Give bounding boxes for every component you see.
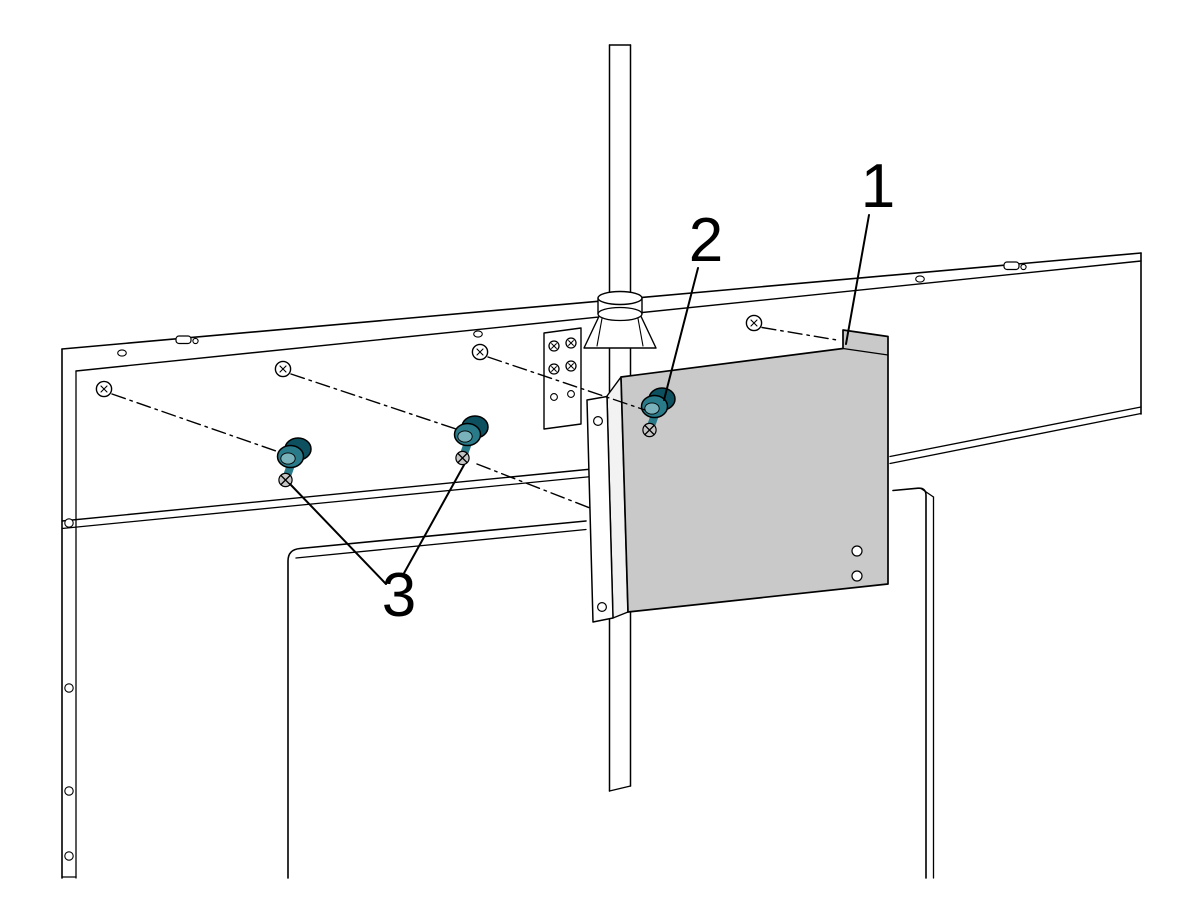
panel-left-edge: [61, 348, 77, 879]
alignment-line: [290, 373, 457, 430]
callout-3-label: 3: [382, 561, 416, 630]
pole-clamp: [583, 290, 657, 349]
holder-bracket: [586, 329, 889, 623]
plate-screw: [548, 363, 560, 375]
rail-bottom-edge-left-2: [61, 475, 593, 530]
plate-screw: [548, 340, 560, 352]
door-right-corner-line: [920, 487, 935, 498]
alignment-line: [111, 393, 277, 452]
bracket-fold-line: [842, 347, 889, 356]
door-outer-edge-left: [287, 520, 587, 879]
callout-1-label: 1: [861, 152, 895, 221]
callout-1-leader: [845, 214, 870, 345]
panel-edge-hole: [64, 518, 74, 528]
rail-top-hole: [915, 275, 925, 283]
rail-screw-hole: [274, 360, 292, 378]
plate-hole: [567, 390, 575, 398]
mounting-plate: [543, 327, 582, 430]
flange-hole: [592, 416, 603, 427]
door-inner-top-edge: [295, 528, 587, 559]
callout-3: 3: [289, 464, 465, 630]
bracket-hole: [851, 570, 863, 582]
rail-screw-hole: [471, 343, 489, 361]
callout-2-leader: [663, 267, 699, 401]
callout-3-leader-a: [289, 483, 387, 585]
rail-bottom-edge-right-2: [889, 412, 1142, 465]
clamp-rib: [596, 312, 604, 347]
pole-bottom-tick: [608, 785, 632, 792]
rail-hinge-pin: [1020, 263, 1027, 271]
alignment-lines: [111, 326, 841, 509]
alignment-line: [476, 463, 591, 509]
clamp-rib: [636, 312, 644, 347]
bracket-front-face: [620, 329, 889, 613]
rail-screw-hole: [95, 380, 113, 398]
bracket-flange: [586, 395, 614, 623]
rail-top-hole: [117, 349, 127, 357]
rail-bottom-edge-left: [61, 468, 593, 522]
alignment-line: [487, 356, 646, 411]
callout-1: 1: [845, 152, 895, 345]
clamp-collar-top: [597, 290, 643, 306]
alignment-line: [761, 326, 841, 342]
plate-hole: [550, 393, 558, 401]
plate-screw: [565, 337, 577, 349]
rail-hinge-tab: [175, 335, 192, 345]
flange-hole: [596, 601, 607, 612]
panel-edge-hole: [64, 786, 74, 796]
rail-hinge-tab: [1003, 261, 1020, 271]
panel-edge-hole: [64, 851, 74, 861]
mounting-plate-face: [543, 327, 582, 430]
bracket-hole: [851, 545, 863, 557]
door-outer-edge-right: [892, 487, 927, 879]
rail-hinge-pin: [192, 337, 199, 345]
callout-3-leader-b: [402, 464, 465, 576]
rail-bottom-edge-right: [889, 406, 1142, 458]
callout-2: 2: [663, 206, 723, 401]
callout-2-label: 2: [689, 206, 723, 275]
plate-screw: [565, 360, 577, 372]
door-panel: [287, 487, 935, 879]
panel-edge-hole: [64, 683, 74, 693]
rail-screw-hole: [745, 314, 763, 332]
rail-top-hole: [473, 330, 483, 338]
clamp-collar-bottom: [597, 306, 643, 322]
